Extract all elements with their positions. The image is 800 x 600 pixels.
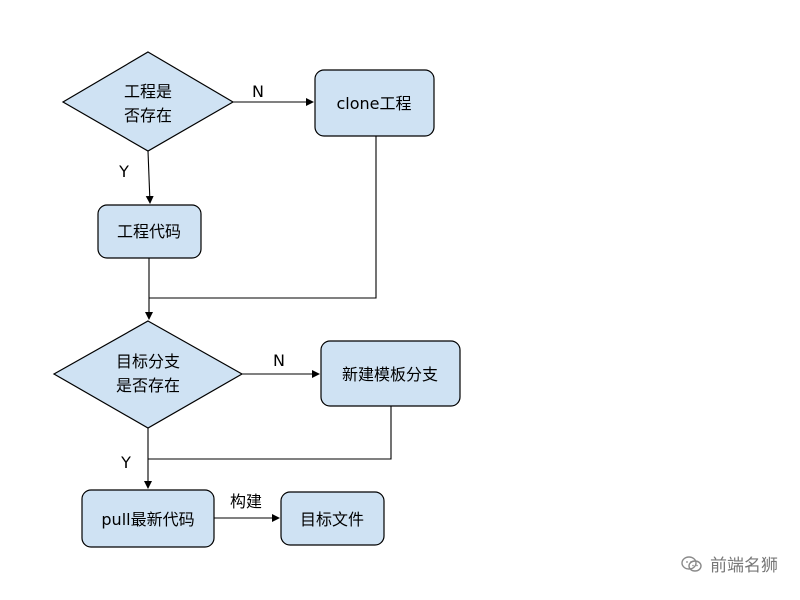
process-project-code	[97, 204, 202, 259]
branch-exists-line-2: 是否存在	[116, 376, 180, 395]
watermark-text: 前端名狮	[710, 556, 778, 576]
process-clone-project	[314, 69, 435, 137]
pull-latest-label: pull最新代码	[101, 510, 194, 529]
decision-branch-exists	[52, 320, 244, 429]
branch-exists-line-1: 目标分支	[116, 352, 180, 371]
target-file-label: 目标文件	[300, 510, 364, 529]
edge-label-no-2: N	[273, 351, 285, 370]
edge-label-yes-1: Y	[118, 162, 129, 181]
project-code-label: 工程代码	[117, 222, 181, 241]
project-exists-line-2: 否存在	[124, 106, 172, 125]
edge-label-build: 构建	[230, 492, 262, 511]
clone-project-label: clone工程	[336, 94, 411, 113]
new-template-branch-label: 新建模板分支	[342, 365, 438, 384]
edge-clone-to-merge	[149, 136, 377, 299]
edge-project-to-code	[145, 150, 154, 204]
process-new-template-branch	[320, 340, 461, 407]
watermark: 前端名狮	[680, 551, 778, 576]
wechat-icon	[680, 554, 704, 574]
edge-label-no-1: N	[252, 82, 264, 101]
project-exists-line-1: 工程是	[124, 82, 172, 101]
process-pull-latest-code	[81, 489, 215, 548]
edge-new-to-merge	[148, 406, 392, 460]
edge-label-yes-2: Y	[120, 453, 131, 472]
terminal-target-file	[280, 491, 385, 546]
decision-project-exists	[61, 51, 235, 152]
